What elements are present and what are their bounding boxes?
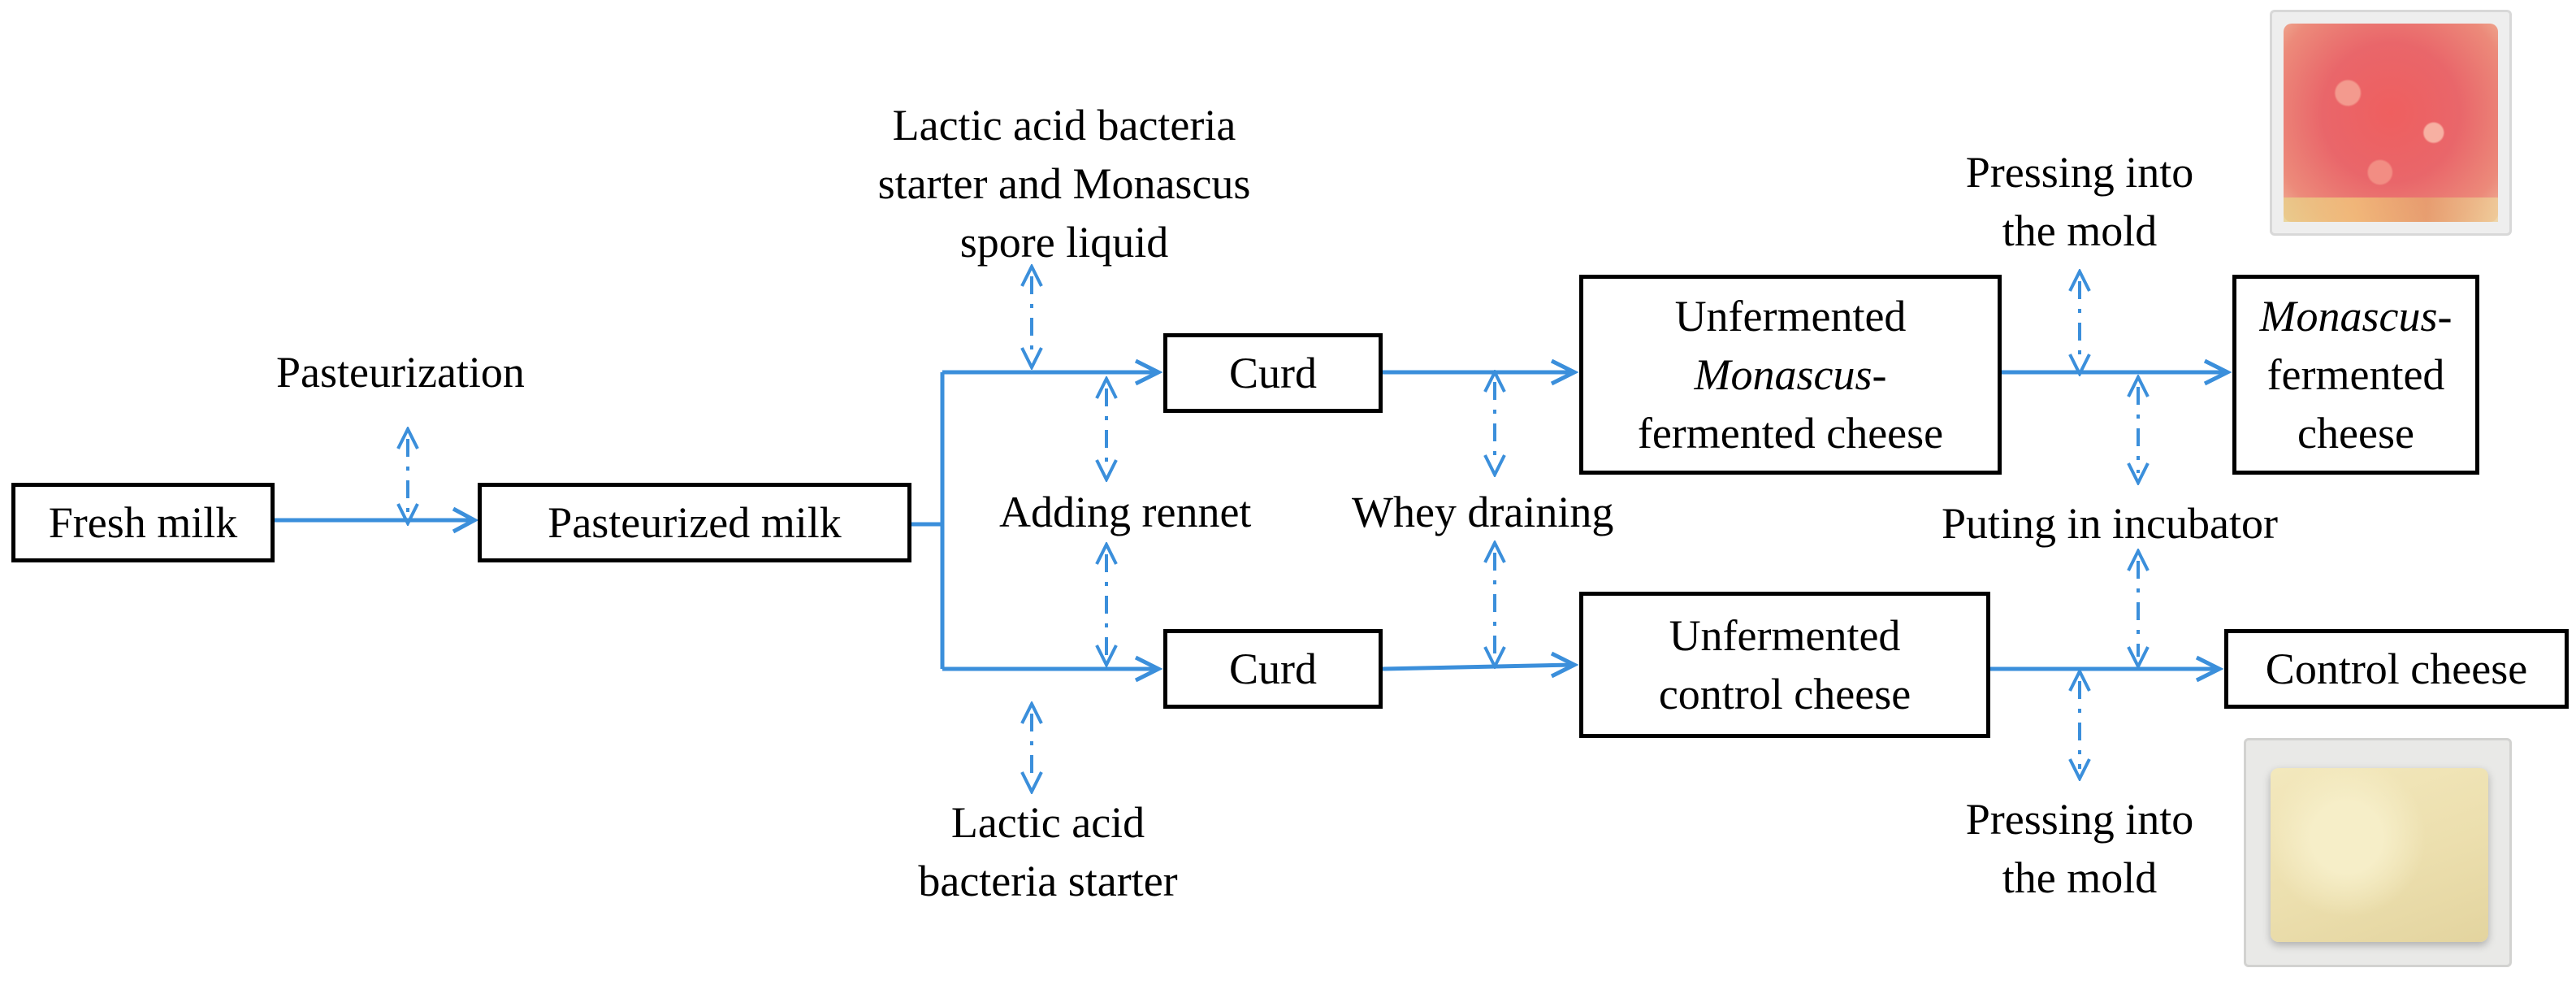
unfermented-monascus-hyphen: - (1872, 350, 1887, 399)
box-fresh-milk-text: Fresh milk (48, 498, 238, 547)
label-lab-starter: Lactic acid bacteria starter (902, 793, 1194, 910)
label-pressing-bottom-line2: the mold (2002, 853, 2158, 902)
label-pressing-top-line1: Pressing into (1965, 148, 2194, 197)
box-curd-bottom-text: Curd (1229, 645, 1317, 693)
arrow-head-control-cheese (2195, 655, 2224, 683)
label-pasteurization-text: Pasteurization (276, 348, 525, 397)
label-lab-monascus-line1: Lactic acid bacteria (892, 101, 1236, 150)
label-lab-starter-line1: Lactic acid (950, 798, 1145, 847)
box-fresh-milk: Fresh milk (11, 483, 275, 562)
box-control-cheese-text: Control cheese (2265, 645, 2528, 693)
arrow-head-pasteurized (452, 506, 479, 534)
control-cheese-photo (2244, 738, 2512, 967)
label-pressing-top-line2: the mold (2002, 206, 2158, 255)
label-pressing-bottom-line1: Pressing into (1965, 795, 2194, 844)
arrow-head-unfermented-monascus (1550, 358, 1579, 386)
arrow-head-unfermented-control (1550, 651, 1579, 679)
label-adding-rennet-text: Adding rennet (999, 488, 1252, 536)
monascus-fermented-line3: cheese (2297, 409, 2414, 458)
label-lab-starter-line2: bacteria starter (918, 857, 1178, 905)
arrow-head-curd-bottom (1134, 655, 1163, 683)
control-cheese-block (2271, 768, 2488, 942)
box-control-cheese: Control cheese (2224, 629, 2569, 709)
box-unfermented-monascus: Unfermented Monascus- fermented cheese (1579, 275, 2002, 475)
monascus-fermented-line2: fermented (2266, 350, 2445, 399)
label-lab-monascus-line2: starter and Monascus (877, 159, 1251, 208)
box-unfermented-control: Unfermented control cheese (1579, 592, 1990, 738)
box-curd-top-text: Curd (1229, 349, 1317, 397)
box-monascus-fermented: Monascus- fermented cheese (2232, 275, 2479, 475)
monascus-cheese-surface (2284, 24, 2498, 222)
label-lab-monascus-line3: spore liquid (959, 218, 1169, 267)
monascus-fermented-hyphen: - (2437, 292, 2453, 341)
unfermented-monascus-line3: fermented cheese (1637, 409, 1944, 458)
unfermented-monascus-italic: Monascus (1694, 350, 1872, 399)
monascus-fermented-italic: Monascus (2259, 292, 2438, 341)
unfermented-control-line1: Unfermented (1669, 611, 1901, 660)
box-curd-bottom: Curd (1163, 629, 1383, 709)
monascus-fermented-line1: Monascus- (2260, 287, 2453, 345)
label-lab-monascus: Lactic acid bacteria starter and Monascu… (845, 96, 1284, 271)
unfermented-monascus-line1: Unfermented (1674, 292, 1907, 341)
label-incubator-text: Puting in incubator (1942, 499, 2278, 548)
monascus-cheese-rim (2284, 198, 2498, 222)
arrow-curd-bottom-to-unfermented (1382, 662, 1574, 671)
label-pressing-bottom: Pressing into the mold (1933, 790, 2226, 907)
label-adding-rennet: Adding rennet (999, 483, 1251, 541)
label-pasteurization: Pasteurization (276, 343, 525, 402)
box-pasteurized-milk: Pasteurized milk (478, 483, 911, 562)
monascus-cheese-photo (2270, 10, 2512, 236)
arrow-head-monascus-fermented (2203, 358, 2232, 386)
label-pressing-top: Pressing into the mold (1933, 143, 2226, 260)
box-pasteurized-milk-text: Pasteurized milk (548, 498, 842, 547)
label-incubator: Puting in incubator (1942, 494, 2278, 553)
arrow-head-curd-top (1134, 358, 1163, 386)
box-curd-top: Curd (1163, 333, 1383, 413)
unfermented-monascus-line2: Monascus- (1695, 345, 1887, 404)
label-whey-draining: Whey draining (1352, 483, 1613, 541)
label-whey-draining-text: Whey draining (1352, 488, 1614, 536)
unfermented-control-line2: control cheese (1658, 670, 1911, 718)
